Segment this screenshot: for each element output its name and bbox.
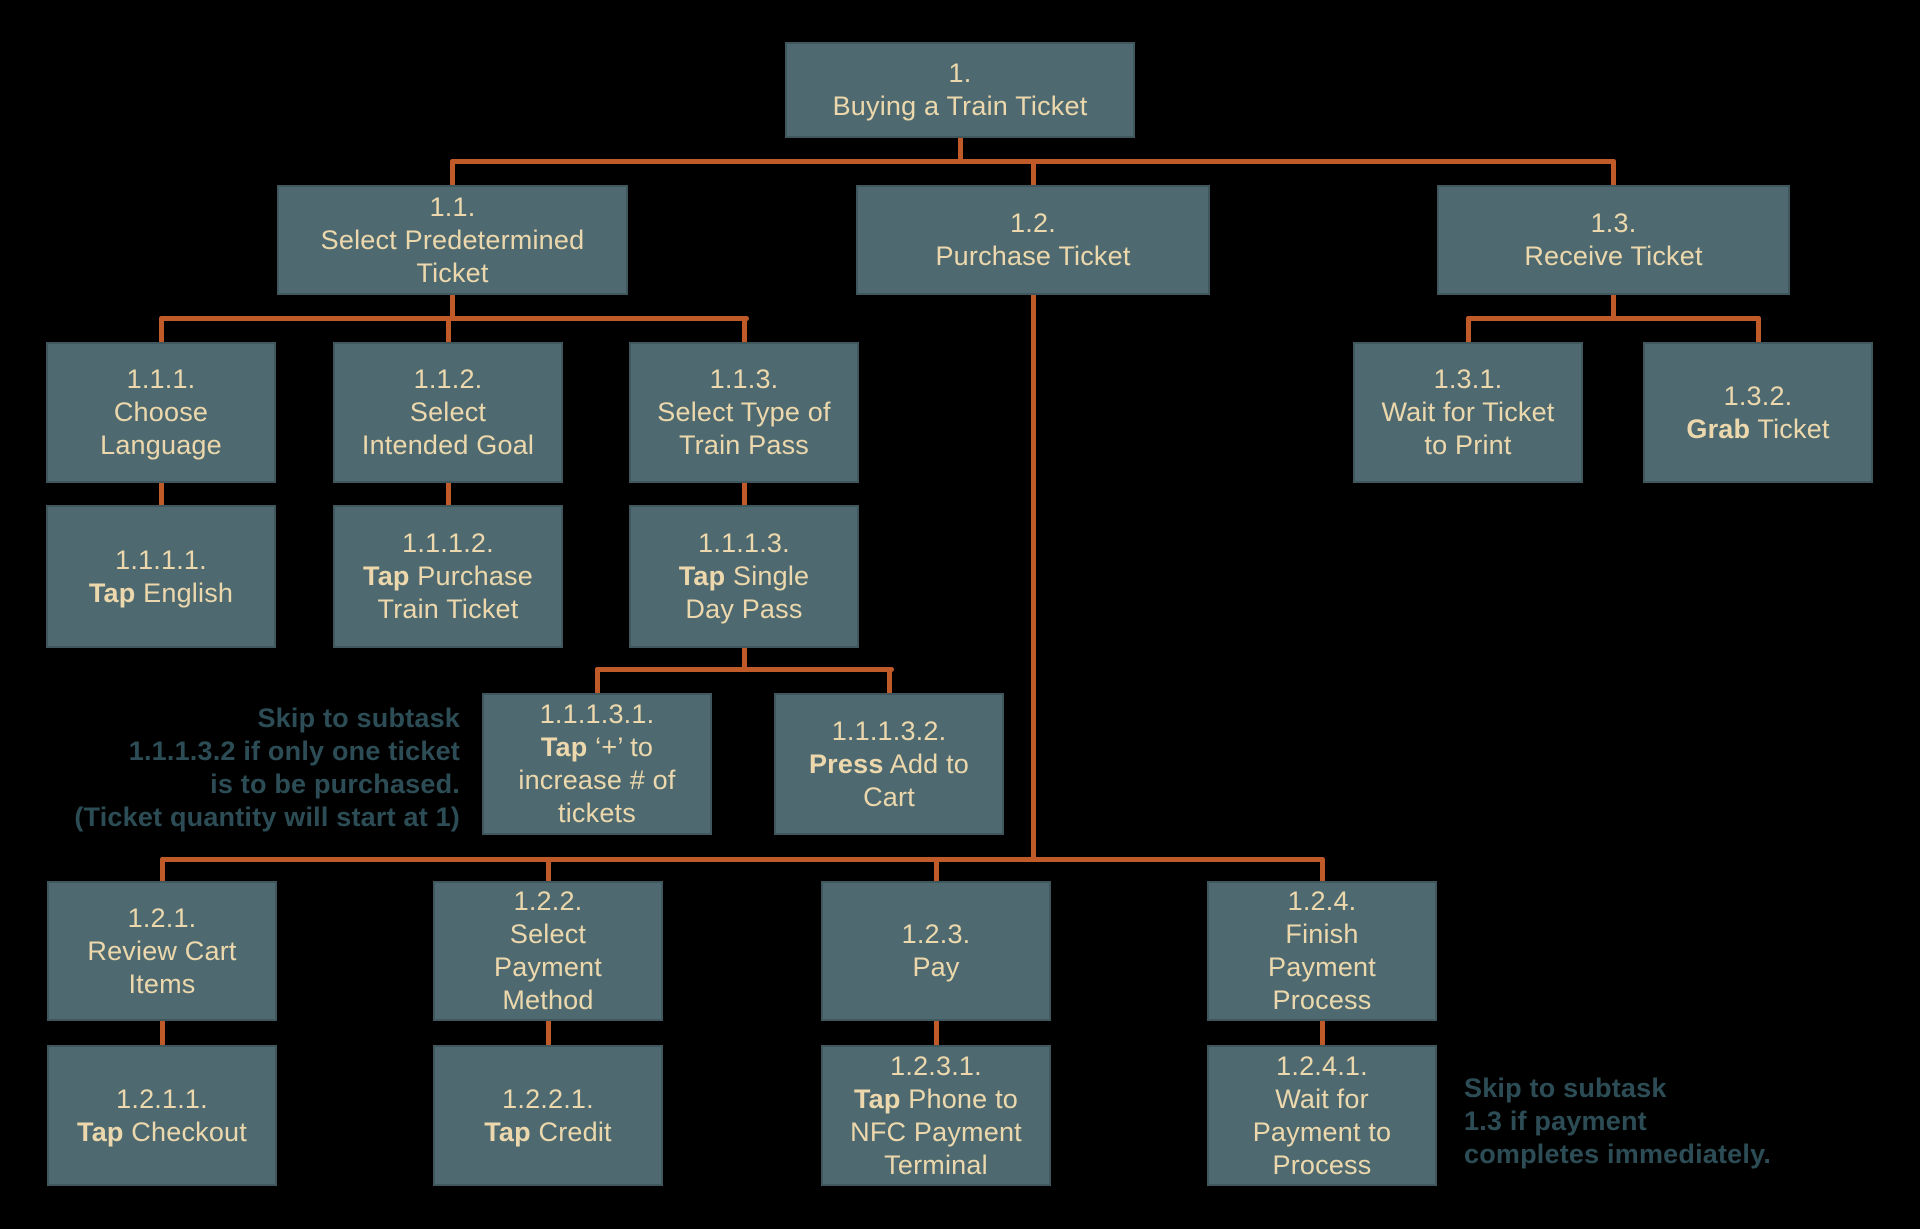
node-1-2: 1.2. Purchase Ticket — [856, 185, 1210, 295]
connector — [159, 316, 749, 321]
node-1-1-1-3-number: 1.1.1.3. — [698, 528, 790, 558]
connector — [887, 667, 892, 695]
node-1-3-number: 1.3. — [1590, 208, 1637, 238]
node-1-1-number: 1.1. — [429, 191, 476, 222]
node-1-2-1-number: 1.2.1. — [127, 902, 197, 933]
node-1-3-2-label: Grab Ticket — [1686, 413, 1830, 444]
connector — [1466, 316, 1471, 344]
node-1-2-3-number: 1.2.3. — [901, 919, 971, 949]
node-1-1-1-1-label: Tap English — [88, 577, 234, 608]
node-1-2-2-1-label: Tap Credit — [484, 1116, 612, 1147]
node-1-2-1-1-number: 1.2.1.1. — [116, 1083, 208, 1114]
connector — [450, 293, 455, 319]
connector — [160, 1019, 165, 1047]
node-1-3-label: Receive Ticket — [1524, 241, 1703, 271]
connector — [742, 316, 747, 344]
node-1-label: Buying a Train Ticket — [832, 91, 1088, 121]
connector — [1611, 159, 1616, 187]
connector — [1320, 857, 1325, 883]
node-1-2-4-number: 1.2.4. — [1287, 886, 1357, 916]
node-1-3: 1.3. Receive Ticket — [1437, 185, 1790, 295]
connector — [159, 481, 164, 507]
node-1-1-1-3-2-number: 1.1.1.3.2. — [831, 715, 947, 746]
node-1-3-1-number: 1.3.1. — [1433, 364, 1503, 394]
node-1-3-2-number: 1.3.2. — [1723, 380, 1793, 411]
node-1-1-3-number: 1.1.3. — [709, 364, 779, 394]
node-1-2-3-label: Pay — [912, 952, 960, 982]
node-1-1-1-1: 1.1.1.1. Tap English — [46, 505, 276, 648]
connector — [1466, 316, 1761, 321]
connector — [595, 667, 894, 672]
node-1-2-1-1-label: Tap Checkout — [77, 1116, 247, 1147]
node-1-2-label: Purchase Ticket — [935, 241, 1131, 271]
connector — [1031, 159, 1036, 187]
connector — [446, 481, 451, 507]
node-1-2-1-1: 1.2.1.1. Tap Checkout — [47, 1045, 277, 1186]
connector — [742, 646, 747, 671]
node-1-2-2-1-number: 1.2.2.1. — [502, 1083, 594, 1114]
connector — [546, 857, 551, 883]
connector — [934, 857, 939, 883]
node-1-2-4-1-number: 1.2.4.1. — [1276, 1050, 1368, 1081]
connector — [934, 1019, 939, 1047]
node-1-1-1-number: 1.1.1. — [126, 364, 196, 394]
node-1-number: 1. — [948, 58, 972, 88]
connector — [1320, 1019, 1325, 1047]
connector — [1611, 293, 1616, 319]
node-1-2-2-1: 1.2.2.1. Tap Credit — [433, 1045, 663, 1186]
connector — [159, 316, 164, 344]
node-1-2-number: 1.2. — [1010, 208, 1056, 238]
connector — [1031, 293, 1036, 862]
connector — [958, 136, 963, 164]
node-1-1-1-3-1-number: 1.1.1.3.1. — [539, 699, 655, 729]
connector — [742, 481, 747, 507]
connector — [160, 857, 1324, 862]
connector — [446, 316, 451, 344]
node-1: 1. Buying a Train Ticket — [785, 42, 1135, 138]
node-1-1-1-2-number: 1.1.1.2. — [402, 528, 494, 558]
node-1-2-3: 1.2.3. Pay — [821, 881, 1051, 1021]
node-1-1-1-1-number: 1.1.1.1. — [115, 544, 207, 575]
node-1-2-2-number: 1.2.2. — [513, 886, 583, 916]
connector — [1756, 316, 1761, 344]
connector — [450, 159, 455, 187]
connector — [546, 1019, 551, 1047]
connector — [160, 857, 165, 883]
node-1-2-3-1-number: 1.2.3.1. — [890, 1050, 982, 1081]
connector — [595, 667, 600, 695]
node-1-1-2-number: 1.1.2. — [413, 364, 483, 394]
node-1-3-2: 1.3.2. Grab Ticket — [1643, 342, 1873, 483]
